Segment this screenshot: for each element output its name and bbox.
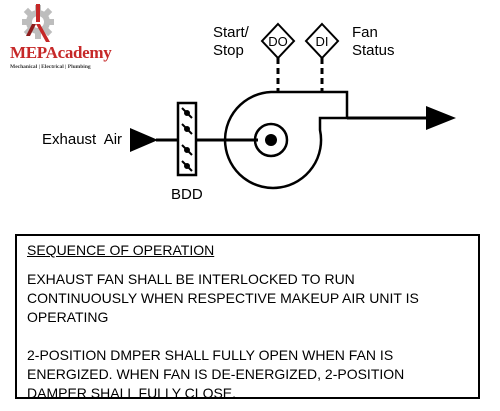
logo-tagline: Mechanical | Electrical | Plumbing xyxy=(10,64,91,70)
exhaust-air-label: Exhaust Air xyxy=(42,131,123,148)
di-diamond xyxy=(304,22,340,60)
fan-hub-inner xyxy=(265,134,277,146)
sequence-title: SEQUENCE OF OPERATION xyxy=(27,242,215,258)
exhaust-fan-diagram: DO DI xyxy=(130,22,456,190)
sequence-paragraph-2: 2-POSITION DMPER SHALL FULLY OPEN WHEN F… xyxy=(27,347,405,401)
exhaust-air-arrow xyxy=(130,128,158,152)
fan-status-label: Fan Status xyxy=(352,24,395,59)
bdd-label: BDD xyxy=(171,186,203,203)
sequence-paragraph-1: EXHAUST FAN SHALL BE INTERLOCKED TO RUN … xyxy=(27,271,419,325)
logo-name: MEPAcademy xyxy=(10,43,112,62)
do-tag: DO xyxy=(268,34,288,49)
start-stop-label: Start/ Stop xyxy=(213,24,249,59)
discharge-air-arrow xyxy=(426,106,456,130)
gear-logo-icon xyxy=(22,4,54,42)
bdd-damper xyxy=(176,101,198,177)
damper-blades xyxy=(181,107,193,172)
sequence-of-operation-box: SEQUENCE OF OPERATION EXHAUST FAN SHALL … xyxy=(15,234,480,401)
do-diamond xyxy=(260,22,296,60)
di-tag: DI xyxy=(316,34,329,49)
